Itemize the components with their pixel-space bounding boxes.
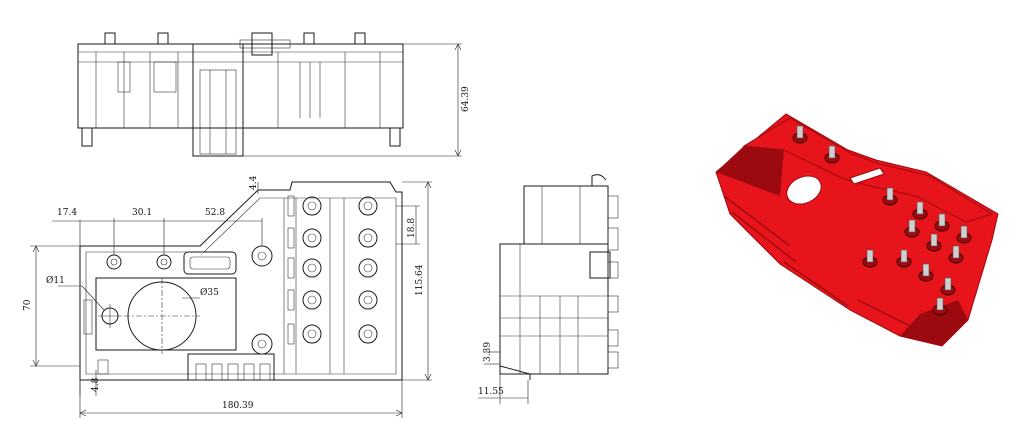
terminal-stud xyxy=(302,196,322,216)
render-stud-pin xyxy=(938,213,946,227)
top-view: 64.39 xyxy=(77,32,471,157)
terminal-stud xyxy=(358,324,378,344)
r-shade1 xyxy=(716,146,784,196)
terminal-stud-core xyxy=(363,263,373,273)
terminal-stud xyxy=(358,228,378,248)
terminal-stud xyxy=(302,290,322,310)
render-stud-pin xyxy=(796,125,804,139)
terminal-stud xyxy=(358,290,378,310)
terminal-stud-core xyxy=(363,233,373,243)
terminal-stud xyxy=(302,258,322,278)
dim-11-55: 11.55 xyxy=(478,387,504,397)
terminal-stud xyxy=(302,324,322,344)
r-hole xyxy=(786,175,822,205)
r-rib4 xyxy=(857,299,931,337)
render-stud-pin xyxy=(916,201,924,215)
terminal-stud xyxy=(358,258,378,278)
dim-3-39: 3.39 xyxy=(483,342,493,362)
dim-70: 70 xyxy=(23,299,33,311)
dim-dia-11: Ø11 xyxy=(46,275,65,286)
r-top xyxy=(742,117,994,223)
render-stud-pin xyxy=(908,219,916,233)
render-stud-pin xyxy=(866,249,874,263)
terminal-stud-core xyxy=(363,329,373,339)
terminal-stud-core xyxy=(307,329,317,339)
dim-30-1: 30.1 xyxy=(132,208,152,218)
render-stud-pin xyxy=(900,249,908,263)
r-body xyxy=(715,113,999,347)
terminal-stud-core xyxy=(363,201,373,211)
render-stud-pin xyxy=(930,233,938,247)
dim-4-4: 4.4 xyxy=(249,175,259,190)
terminal-stud xyxy=(358,196,378,216)
front-view: 17.4 30.1 52.8 4.4 18.8 115.64 70 Ø11 Ø3… xyxy=(23,175,432,418)
render-stud-pin xyxy=(960,225,968,239)
render-stud-pin xyxy=(922,263,930,277)
dim-115-64: 115.64 xyxy=(415,264,425,296)
terminal-stud-core xyxy=(307,263,317,273)
terminal-slot xyxy=(287,257,295,279)
r-rib1 xyxy=(723,195,791,247)
dim-180-39: 180.39 xyxy=(222,401,254,411)
dim-4-8: 4.8 xyxy=(91,377,101,392)
render-stud-pin xyxy=(944,277,952,291)
terminal-slot xyxy=(287,195,295,217)
r-rib2 xyxy=(731,211,797,263)
render-stud-pin xyxy=(828,145,836,159)
side-view: 3.39 11.55 xyxy=(478,174,619,404)
terminal-slot xyxy=(287,289,295,311)
r-rib3 xyxy=(783,261,849,307)
terminal-slot xyxy=(287,227,295,249)
render-stud-pin xyxy=(936,297,944,311)
terminal-stud-core xyxy=(307,201,317,211)
r-shade2 xyxy=(900,300,968,346)
render-stud-pin xyxy=(886,187,894,201)
dim-17-4: 17.4 xyxy=(57,208,77,218)
dim-18-8: 18.8 xyxy=(407,218,417,238)
terminal-stud-core xyxy=(307,233,317,243)
terminal-stud xyxy=(302,228,322,248)
top-view-height-dim: 64.39 xyxy=(461,86,471,112)
dim-52-8: 52.8 xyxy=(205,208,225,218)
terminal-stud-core xyxy=(363,295,373,305)
r-slot xyxy=(849,167,885,185)
terminal-slot xyxy=(287,323,295,345)
dim-dia-35: Ø35 xyxy=(200,287,219,298)
terminal-stud-core xyxy=(307,295,317,305)
render-stud-pin xyxy=(952,245,960,259)
render-3d xyxy=(715,113,999,347)
